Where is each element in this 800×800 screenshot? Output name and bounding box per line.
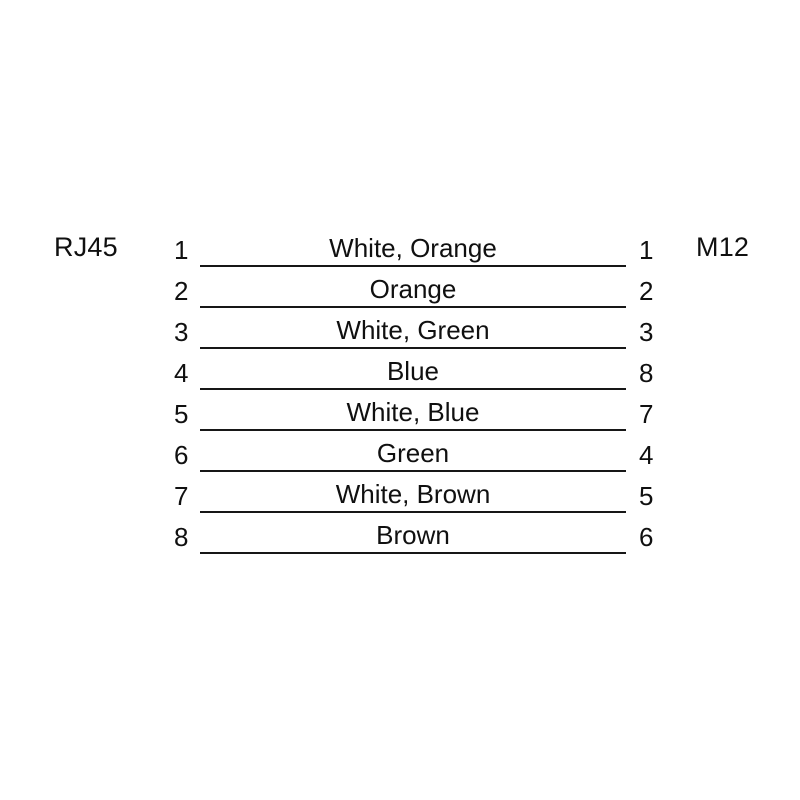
wire-color-label: Brown [376,520,450,550]
connection-line [200,265,626,267]
connection-line [200,388,626,390]
connection-line [200,470,626,472]
left-pin-number: 4 [174,358,189,388]
right-pin-number: 8 [639,358,654,388]
right-pin-number: 4 [639,440,654,470]
wire-color-label: White, Blue [346,397,480,427]
right-pin-number: 7 [639,399,654,429]
right-pin-number: 3 [639,317,654,347]
left-pin-number: 2 [174,276,189,306]
left-pin-number: 8 [174,522,189,552]
wire-color-label: Orange [369,274,457,304]
left-pin-number: 3 [174,317,189,347]
wire-color-label: Blue [386,356,440,386]
wire-color-label: White, Green [336,315,490,345]
wire-color-label: Green [376,438,450,468]
connection-line [200,347,626,349]
connection-line [200,552,626,554]
left-pin-number: 7 [174,481,189,511]
connection-line [200,429,626,431]
right-pin-number: 5 [639,481,654,511]
right-pin-number: 6 [639,522,654,552]
connection-line [200,511,626,513]
left-connector-title: RJ45 [54,232,118,262]
right-pin-number: 2 [639,276,654,306]
wire-color-label: White, Brown [335,479,491,509]
connection-line [200,306,626,308]
left-pin-number: 6 [174,440,189,470]
right-pin-number: 1 [639,235,654,265]
wire-color-label: White, Orange [329,233,497,263]
left-pin-number: 5 [174,399,189,429]
right-connector-title: M12 [696,232,750,262]
left-pin-number: 1 [174,235,189,265]
